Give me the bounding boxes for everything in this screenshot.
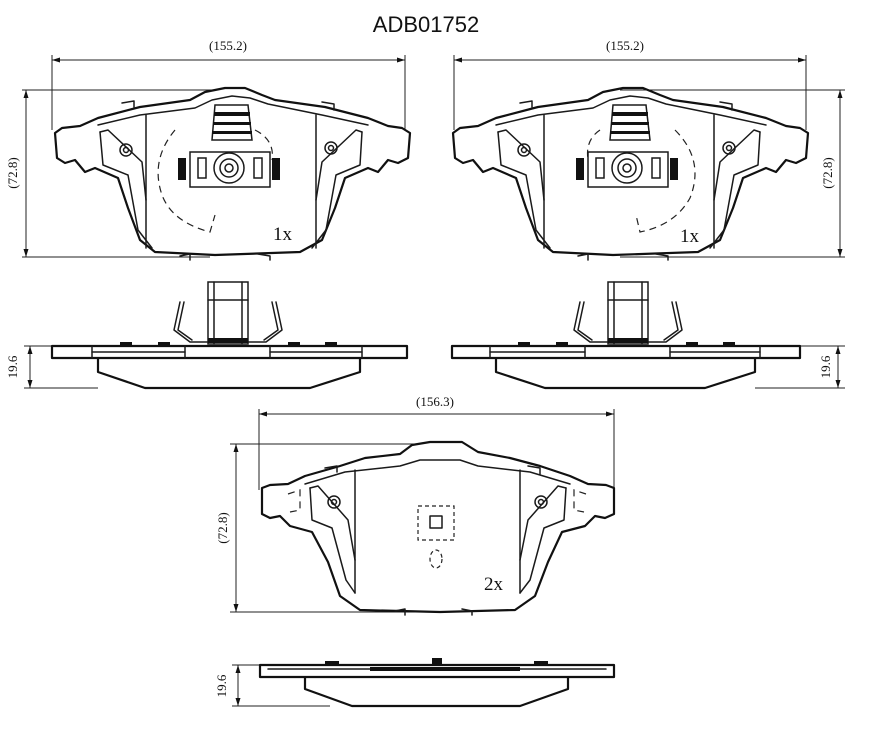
pad-inner-right-clip — [576, 104, 678, 188]
pad-inner-left-clip — [178, 104, 280, 188]
pad-inner-left: (155.2) (72.8) — [5, 38, 412, 261]
pad-inner-left-qty-label: 1x — [273, 224, 293, 245]
side-view-outer-thickness-label: 19.6 — [214, 674, 229, 697]
side-view-left: 19.6 — [5, 281, 409, 390]
part-number-title: ADB01752 — [373, 12, 479, 37]
side-view-right-thickness-label: 19.6 — [818, 355, 833, 378]
side-view-right: 19.6 — [450, 281, 845, 390]
pad-outer-qty-label: 2x — [484, 574, 504, 595]
pad-inner-left-width-label: (155.2) — [209, 38, 247, 53]
pad-inner-left-height-label: (72.8) — [5, 157, 20, 188]
side-view-left-thickness-label: 19.6 — [5, 355, 20, 378]
pad-inner-right: (155.2) (72.8) — [451, 38, 845, 261]
pad-outer-height-label: (72.8) — [215, 512, 230, 543]
side-view-outer: 19.6 — [214, 658, 616, 708]
pad-outer-width-label: (156.3) — [416, 394, 454, 409]
pad-inner-right-height-label: (72.8) — [820, 157, 835, 188]
pad-inner-right-qty-label: 1x — [680, 226, 700, 247]
pad-inner-right-width-label: (155.2) — [606, 38, 644, 53]
pad-outer: (156.3) (72.8) 2x — [215, 394, 616, 616]
